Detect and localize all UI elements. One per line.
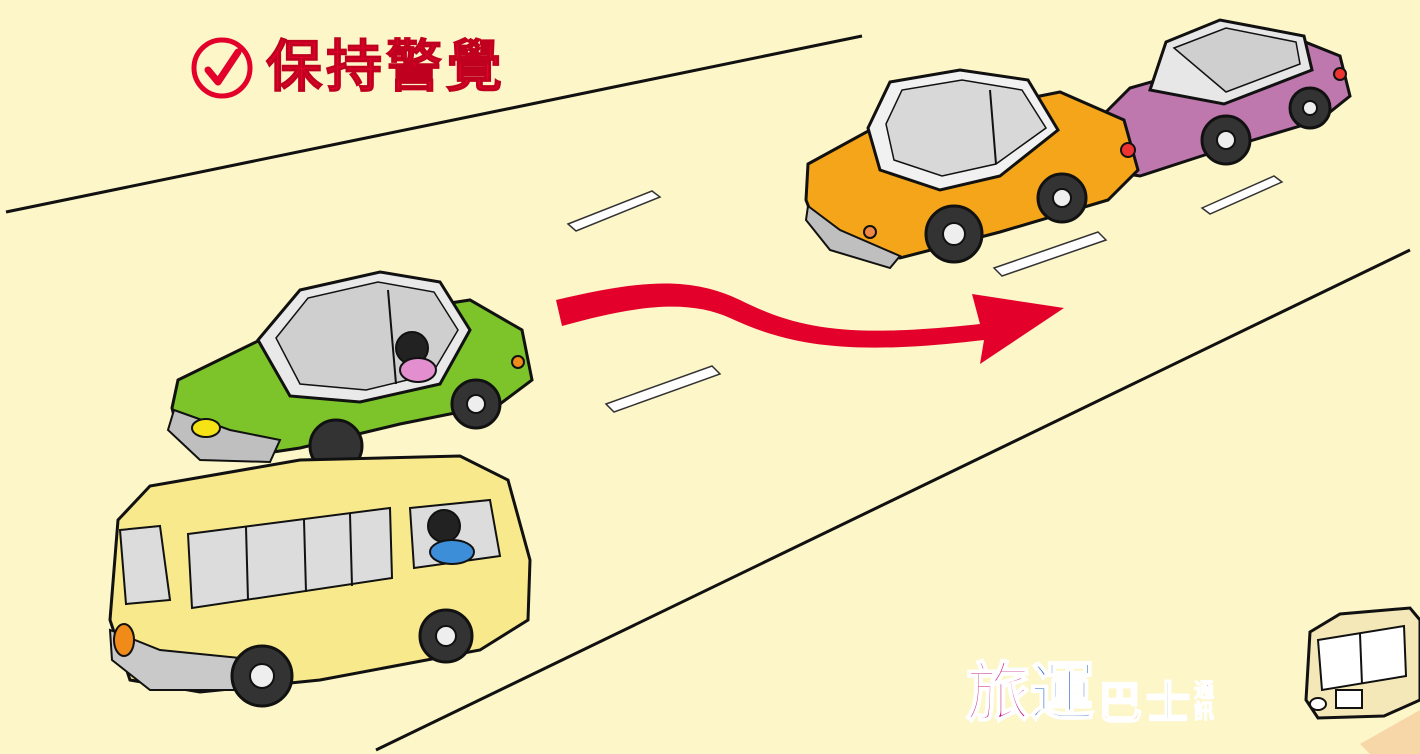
lane-dash [566,190,662,232]
logo-char: 運 [1029,657,1095,731]
yellow-minibus [108,454,532,708]
lane-dash [1200,175,1284,215]
lane-dash [992,231,1108,277]
logo-bus-icon [1304,606,1420,754]
purple-car [1096,18,1352,178]
logo-char: 巴 [1097,678,1143,729]
orange-car [804,68,1140,270]
logo-char: 旅 [965,657,1031,731]
swerve-arrow [556,283,1064,364]
title: 保持警覺 [190,36,506,100]
lane-dash [604,365,722,413]
logo-sub-char: 訊 [1194,699,1215,723]
logo: 旅 運 巴 士 通 訊 [965,657,1215,731]
check-circle-icon [191,37,253,99]
road-edge-bottom [375,248,1411,752]
logo-char: 士 [1145,678,1191,729]
green-car [166,270,534,474]
road-edge-top [5,34,863,214]
logo-sub: 通 訊 [1194,678,1215,723]
title-text: 保持警覺 [266,35,506,100]
logo-sub-char: 通 [1194,678,1215,702]
